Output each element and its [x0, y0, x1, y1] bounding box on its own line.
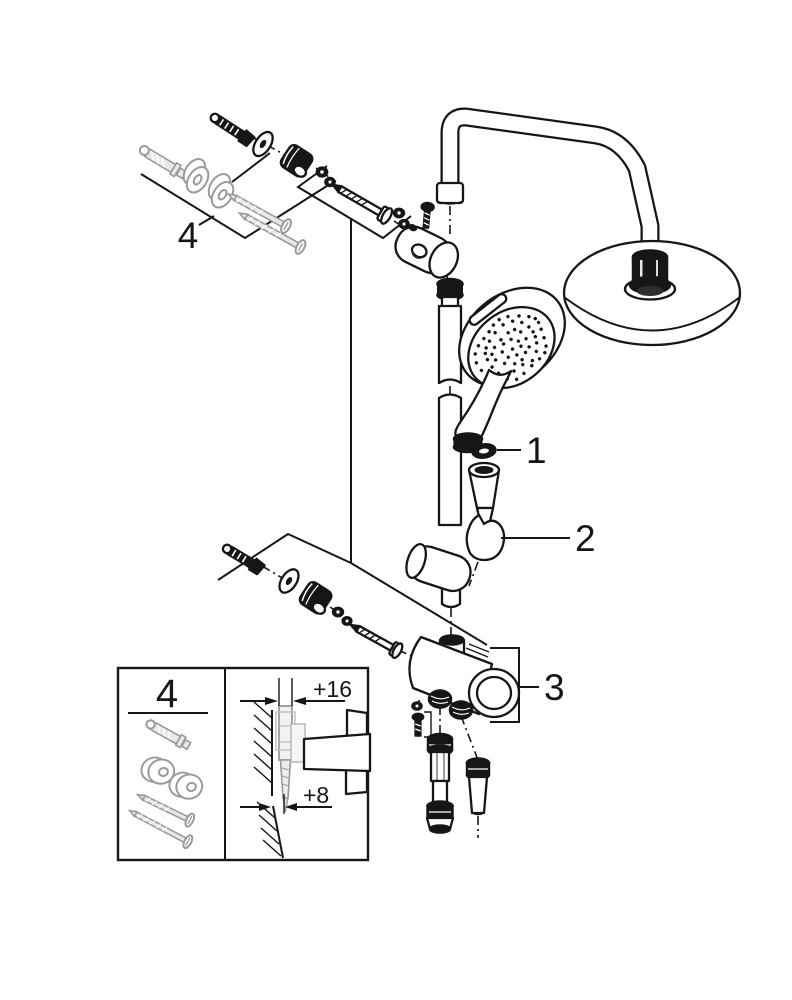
- o-ring: [471, 443, 497, 459]
- bracket-fastener-set-top: [209, 112, 410, 230]
- inset-anchor-rod: [275, 705, 296, 813]
- gray-washer-2: [207, 173, 235, 209]
- inset-dimension-8: +8: [240, 782, 332, 814]
- shower-rail: [436, 277, 464, 609]
- callout-2-label: 2: [575, 518, 596, 559]
- hose-fitting-single: [465, 757, 491, 816]
- arm-nut: [628, 249, 672, 296]
- rail-top-connector: [436, 277, 464, 309]
- wall-bracket-top: [394, 223, 460, 279]
- inset-detail-box: 4: [116, 666, 372, 862]
- hand-shower-handle: [454, 368, 513, 441]
- threaded-bolt: [209, 112, 256, 148]
- arm-sleeve: [435, 181, 465, 205]
- inset-dim-top-label: +16: [313, 676, 352, 702]
- hose-fitting-double: [425, 732, 455, 834]
- callout-1-label: 1: [526, 430, 547, 471]
- inset-washer-2: [168, 771, 204, 800]
- shower-arm: [435, 107, 660, 254]
- callout-leader-lines: [140, 152, 488, 646]
- gray-screw-2: [237, 211, 307, 255]
- hand-shower: [452, 286, 566, 454]
- inset-hardware-label: 4: [156, 672, 178, 716]
- bracket-screw-top: [420, 201, 435, 229]
- gray-screw-1: [226, 192, 292, 234]
- inset-dimension-16: +16: [240, 676, 352, 706]
- callout-3-label: 3: [544, 667, 565, 708]
- set-screw-bottom: [411, 701, 432, 738]
- inset-washer-1: [140, 756, 176, 785]
- inset-screw-1: [135, 793, 196, 828]
- handle-end-cap: [452, 432, 484, 454]
- clamp-piece: [279, 143, 314, 178]
- diverter-coupling: [408, 634, 521, 720]
- long-screw: [331, 183, 394, 225]
- coupling-bottom-ports: [427, 689, 474, 720]
- callout-4-label: 4: [178, 215, 199, 256]
- washer: [252, 130, 274, 158]
- inset-screw-2: [127, 809, 194, 850]
- mounting-hardware-set-top: [138, 144, 307, 255]
- gray-washer-1: [182, 158, 210, 194]
- head-shower: [562, 239, 742, 347]
- inset-anchor: [145, 719, 192, 751]
- inset-dim-bottom-label: +8: [303, 782, 329, 808]
- hand-shower-holder: [405, 513, 506, 593]
- callout-3-bracket: [490, 647, 539, 723]
- inset-holder-part: [290, 708, 372, 796]
- bracket-fastener-set-bottom: [221, 543, 404, 660]
